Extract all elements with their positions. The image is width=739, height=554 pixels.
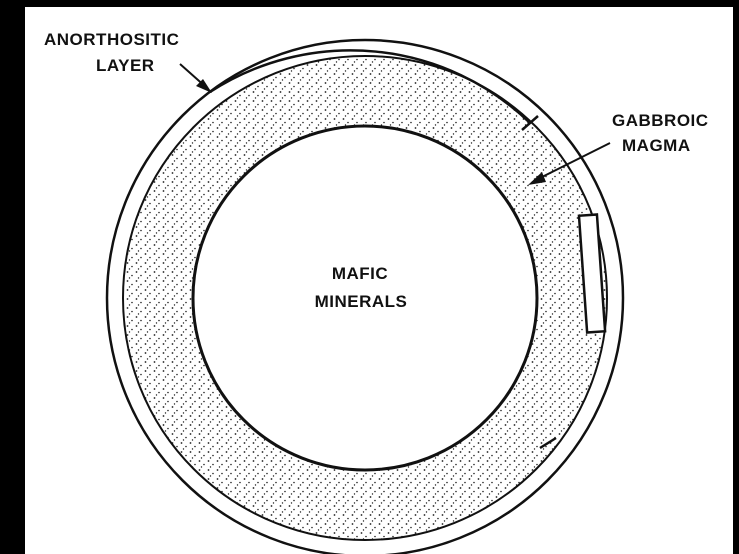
anorthositic-label-line2: LAYER [96, 56, 155, 75]
mafic-label-line1: MAFIC [332, 264, 388, 283]
mafic-label-line2: MINERALS [315, 292, 408, 311]
anorthositic-pointer-arrow [180, 64, 212, 93]
anorthositic-label-line1: ANORTHOSITIC [44, 30, 179, 49]
gabbroic-label-line2: MAGMA [622, 136, 691, 155]
gabbroic-label-line1: GABBROIC [612, 111, 709, 130]
